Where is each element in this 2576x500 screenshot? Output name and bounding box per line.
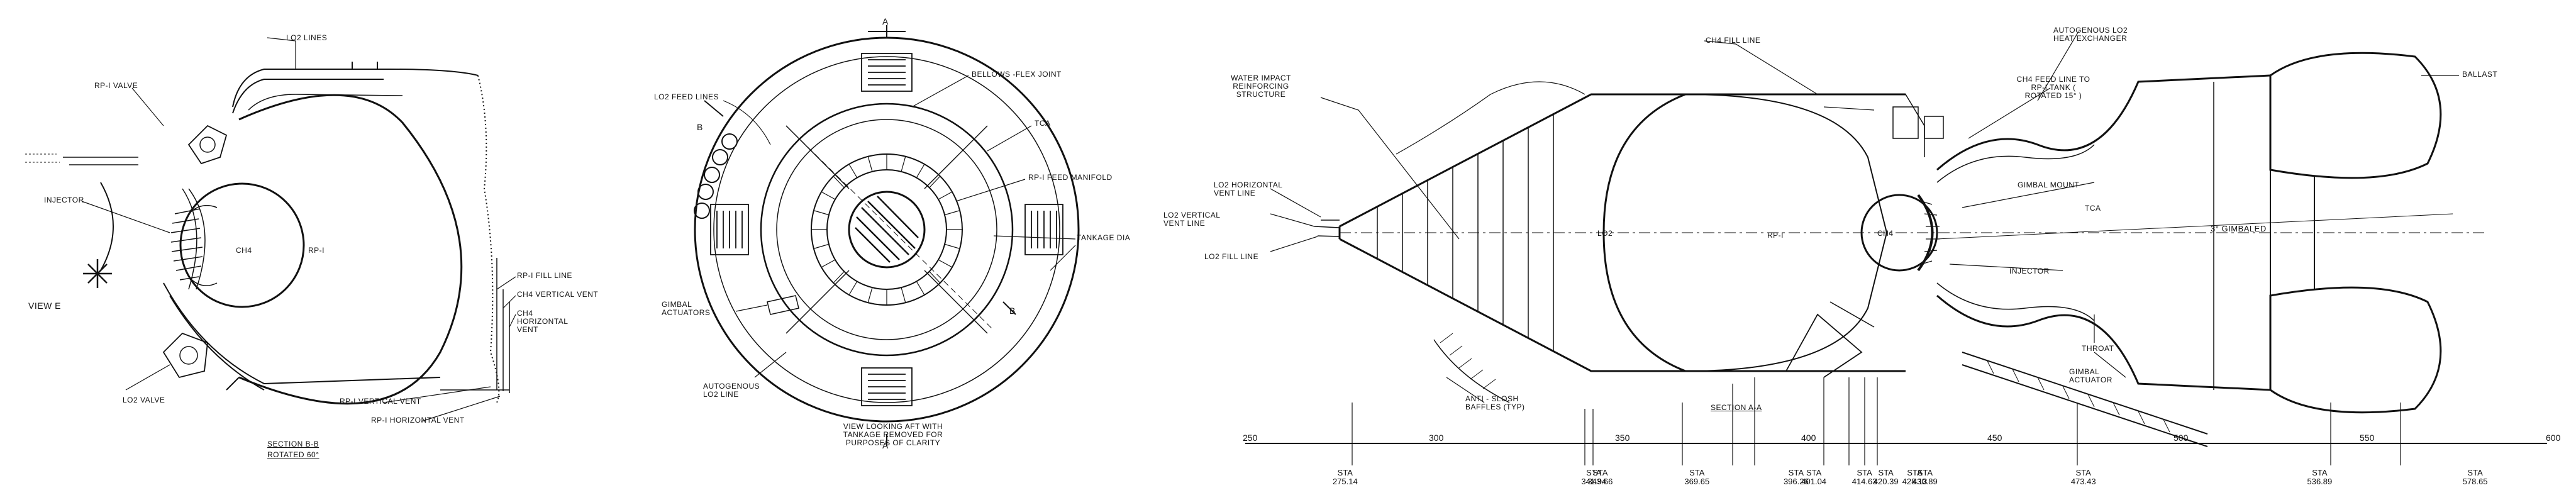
section-b-b-title: SECTION B-B: [267, 440, 319, 448]
label-rp1-fill-line: RP-I FILL LINE: [517, 271, 572, 280]
scale-tick-label: 600: [2546, 433, 2561, 443]
label-tca-mid: TCA: [1035, 119, 1051, 128]
scale-tick-label: 500: [2174, 433, 2189, 443]
scale-tick-label: 300: [1429, 433, 1444, 443]
station-prefix: STA: [1592, 468, 1608, 477]
station-prefix: STA: [1586, 468, 1602, 477]
station-prefix: STA: [1917, 468, 1933, 477]
station-value: 414.63: [1852, 477, 1877, 486]
label-gimbal-actuator: GIMBAL ACTUATOR: [2069, 367, 2112, 384]
label-anti-slosh-baffles: ANTI - SLOSH BAFFLES (TYP): [1465, 394, 1525, 411]
label-lo2-valve: LO2 VALVE: [123, 396, 165, 404]
station-value: 430.89: [1912, 477, 1938, 486]
label-b-right: B: [1009, 306, 1016, 316]
station-prefix: STA: [1907, 468, 1923, 477]
label-ch4-fill-line: CH4 FILL LINE: [1706, 36, 1761, 45]
station-value: 401.04: [1801, 477, 1827, 486]
section-b-b-drawing: [25, 37, 516, 422]
label-bellows-flex-joint: BELLOWS -FLEX JOINT: [972, 70, 1062, 79]
label-3-deg-gimbaled: 3° GIMBALED: [2211, 224, 2267, 233]
scale-tick-label: 450: [1987, 433, 2002, 443]
label-gimbal-actuators: GIMBAL ACTUATORS: [662, 300, 711, 317]
station-value: 473.43: [2070, 477, 2096, 486]
station-prefix: STA: [1337, 468, 1353, 477]
label-a-top: A: [882, 16, 889, 26]
station-prefix: STA: [1806, 468, 1822, 477]
station-prefix: STA: [1878, 468, 1894, 477]
section-b-b-subtitle: ROTATED 60°: [267, 450, 319, 459]
label-section-a-a: SECTION A-A: [1711, 403, 1762, 412]
label-lo2-vertical-vent: LO2 VERTICAL VENT LINE: [1163, 211, 1221, 228]
label-b-left: B: [697, 122, 703, 132]
label-lo2-tank: LO2: [1597, 229, 1613, 238]
station-value: 536.89: [2307, 477, 2333, 486]
scale-tick-label: 400: [1801, 433, 1816, 443]
label-rp1-horizontal-vent: RP-I HORIZONTAL VENT: [371, 416, 465, 425]
scale-tick-label: 550: [2360, 433, 2375, 443]
label-tca-right: TCA: [2085, 204, 2101, 213]
label-injector-right: INJECTOR: [2009, 267, 2050, 275]
station-value: 275.14: [1332, 477, 1358, 486]
label-autogenous-lo2-line: AUTOGENOUS LO2 LINE: [703, 382, 760, 399]
station-value: 369.65: [1684, 477, 1710, 486]
station-prefix: STA: [2075, 468, 2091, 477]
label-gimbal-mount: GIMBAL MOUNT: [2018, 181, 2080, 189]
station-prefix: STA: [1689, 468, 1705, 477]
station-prefix: STA: [2467, 468, 2483, 477]
label-ch4-tank: CH4: [1877, 229, 1894, 238]
label-tankage-dia: TANKAGE DIA: [1077, 233, 1131, 242]
label-water-impact-structure: WATER IMPACT REINFORCING STRUCTURE: [1231, 74, 1291, 99]
label-lo2-lines: LO2 LINES: [286, 33, 328, 42]
label-throat: THROAT: [2082, 344, 2114, 353]
label-ch4-feed-line: CH4 FEED LINE TO RP-I TANK ( ROTATED 15°…: [2016, 75, 2090, 100]
section-a-a-drawing: [1245, 31, 2547, 465]
label-a-bottom: A: [882, 440, 889, 450]
view-looking-aft-drawing: [694, 25, 1080, 447]
label-view-e: VIEW E: [28, 301, 62, 311]
label-autogenous-heat-exchanger: AUTOGENOUS LO2 HEAT EXCHANGER: [2053, 26, 2128, 43]
label-rp1-left: RP-I: [308, 246, 325, 255]
label-ch4-vertical-vent: CH4 VERTICAL VENT: [517, 290, 599, 299]
label-rp1-vertical-vent: RP-I VERTICAL VENT: [340, 397, 421, 406]
station-prefix: STA: [1788, 468, 1804, 477]
label-rp1-valve: RP-I VALVE: [94, 81, 138, 90]
view-caption: VIEW LOOKING AFT WITH TANKAGE REMOVED FO…: [843, 422, 943, 447]
scale-tick-label: 350: [1615, 433, 1630, 443]
scale-tick-label: 250: [1243, 433, 1258, 443]
label-lo2-feed-lines: LO2 FEED LINES: [654, 92, 719, 101]
station-prefix: STA: [2312, 468, 2328, 477]
label-rp1-tank: RP-I: [1767, 231, 1784, 240]
station-value: 396.26: [1783, 477, 1809, 486]
label-injector: INJECTOR: [44, 196, 84, 204]
station-value: 341.94: [1581, 477, 1607, 486]
label-lo2-horizontal-vent: LO2 HORIZONTAL VENT LINE: [1214, 181, 1283, 197]
label-rp1-feed-manifold: RP-I FEED MANIFOLD: [1028, 173, 1113, 182]
station-value: 343.66: [1587, 477, 1613, 486]
station-value: 420.39: [1873, 477, 1899, 486]
station-prefix: STA: [1857, 468, 1872, 477]
station-value: 428.13: [1902, 477, 1928, 486]
station-value: 578.65: [2462, 477, 2488, 486]
label-lo2-fill-line: LO2 FILL LINE: [1204, 252, 1259, 261]
label-ch4-horizontal-vent: CH4 HORIZONTAL VENT: [517, 309, 569, 334]
label-ballast: BALLAST: [2462, 70, 2498, 79]
label-ch4-left: CH4: [236, 246, 252, 255]
